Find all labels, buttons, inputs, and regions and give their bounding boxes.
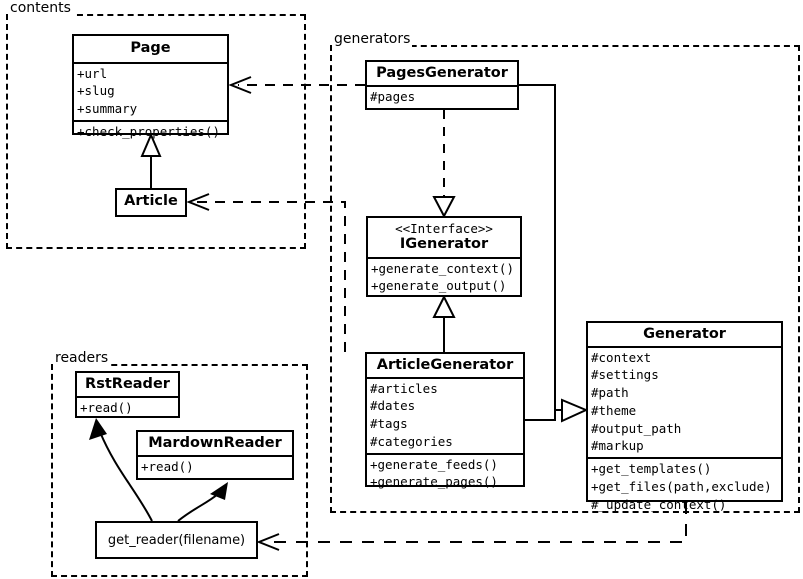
relation-generator-uses-get-reader xyxy=(256,502,687,551)
operation-item: +read() xyxy=(141,458,194,474)
class-box-pages-generator[interactable]: PagesGenerator #pages xyxy=(365,60,519,110)
attribute-item: +summary xyxy=(77,101,138,117)
attributes-compartment-pages-generator: #pages xyxy=(367,84,517,108)
relation-article-inherits-page xyxy=(140,132,162,188)
package-frame-contents xyxy=(6,14,306,249)
attribute-item: #context xyxy=(591,349,652,365)
attribute-item: #theme xyxy=(591,402,637,418)
class-name-article: Article xyxy=(124,193,178,209)
class-box-article-generator[interactable]: ArticleGenerator #articles #dates #tags … xyxy=(365,352,525,489)
operations-compartment-rst-reader: +read() xyxy=(77,395,178,419)
package-label-readers: readers xyxy=(53,350,111,366)
class-name-rst-reader: RstReader xyxy=(85,376,170,392)
attribute-item: #path xyxy=(591,385,629,401)
attribute-item: +url xyxy=(77,65,108,81)
class-box-igenerator[interactable]: <<Interface>> IGenerator +generate_conte… xyxy=(366,216,522,297)
operation-item: +generate_pages() xyxy=(370,474,498,490)
relation-get-reader-returns-rstreader xyxy=(89,418,153,522)
class-name-page: Page xyxy=(130,40,171,56)
class-box-rst-reader[interactable]: RstReader +read() xyxy=(75,371,180,418)
attribute-item: #output_path xyxy=(591,420,682,436)
operations-compartment-generator: +get_templates() +get_files(path,exclude… xyxy=(588,457,781,515)
relation-articlegenerator-realizes-igenerator xyxy=(432,294,456,352)
function-label-get-reader: get_reader(filename) xyxy=(107,532,246,548)
operations-compartment-page: +check_properties() xyxy=(74,119,227,143)
class-box-mardown-reader[interactable]: MardownReader +read() xyxy=(136,430,294,480)
relation-pagesgenerator-realizes-igenerator xyxy=(432,110,456,219)
operation-item: +generate_output() xyxy=(371,278,507,294)
operation-item: +generate_context() xyxy=(371,260,514,276)
attribute-item: #pages xyxy=(370,88,416,104)
operation-item: +check_properties() xyxy=(77,123,220,139)
operations-compartment-article-generator: +generate_feeds() +generate_pages() xyxy=(367,452,523,494)
operation-item: #_update_context() xyxy=(591,496,727,512)
class-name-pages-generator: PagesGenerator xyxy=(376,65,508,81)
attribute-item: #categories xyxy=(370,433,453,449)
class-name-article-generator: ArticleGenerator xyxy=(376,357,514,373)
attribute-item: #dates xyxy=(370,398,416,414)
stereotype-label-igenerator: <<Interface>> xyxy=(395,221,493,236)
operation-item: +generate_feeds() xyxy=(370,456,498,472)
class-box-generator[interactable]: Generator #context #settings #path #them… xyxy=(586,321,783,512)
attributes-compartment-generator: #context #settings #path #theme #output_… xyxy=(588,345,781,458)
operation-item: +get_files(path,exclude) xyxy=(591,478,772,494)
class-name-generator: Generator xyxy=(643,326,726,342)
attribute-item: #articles xyxy=(370,380,438,396)
operations-compartment-igenerator: +generate_context() +generate_output() xyxy=(368,256,520,298)
class-box-article[interactable]: Article xyxy=(115,188,187,217)
function-box-get-reader[interactable]: get_reader(filename) xyxy=(95,521,258,559)
package-label-generators: generators xyxy=(332,31,413,47)
attribute-item: #settings xyxy=(591,367,659,383)
operation-item: +get_templates() xyxy=(591,461,712,477)
class-name-text-igenerator: IGenerator xyxy=(399,236,489,252)
operation-item: +read() xyxy=(80,399,133,415)
operations-compartment-mardown-reader: +read() xyxy=(138,454,292,478)
class-box-page[interactable]: Page +url +slug +summary +check_properti… xyxy=(72,34,229,139)
relation-pagesgenerator-uses-page xyxy=(228,76,365,94)
relation-articlegenerator-uses-article xyxy=(186,193,346,352)
relation-pagesgenerator-inherits-generator xyxy=(519,84,562,411)
attribute-item: #markup xyxy=(591,438,644,454)
class-name-mardown-reader: MardownReader xyxy=(148,435,282,451)
attribute-item: +slug xyxy=(77,83,115,99)
relation-get-reader-returns-mardownreader xyxy=(177,482,228,522)
attribute-item: #tags xyxy=(370,416,408,432)
package-frame-generators xyxy=(330,45,800,513)
package-label-contents: contents xyxy=(8,0,73,16)
relation-articlegenerator-inherits-generator xyxy=(525,398,589,423)
attributes-compartment-page: +url +slug +summary xyxy=(74,61,227,120)
attributes-compartment-article-generator: #articles #dates #tags #categories xyxy=(367,376,523,453)
class-name-igenerator: <<Interface>> IGenerator xyxy=(368,218,520,257)
package-frame-readers xyxy=(51,364,308,577)
